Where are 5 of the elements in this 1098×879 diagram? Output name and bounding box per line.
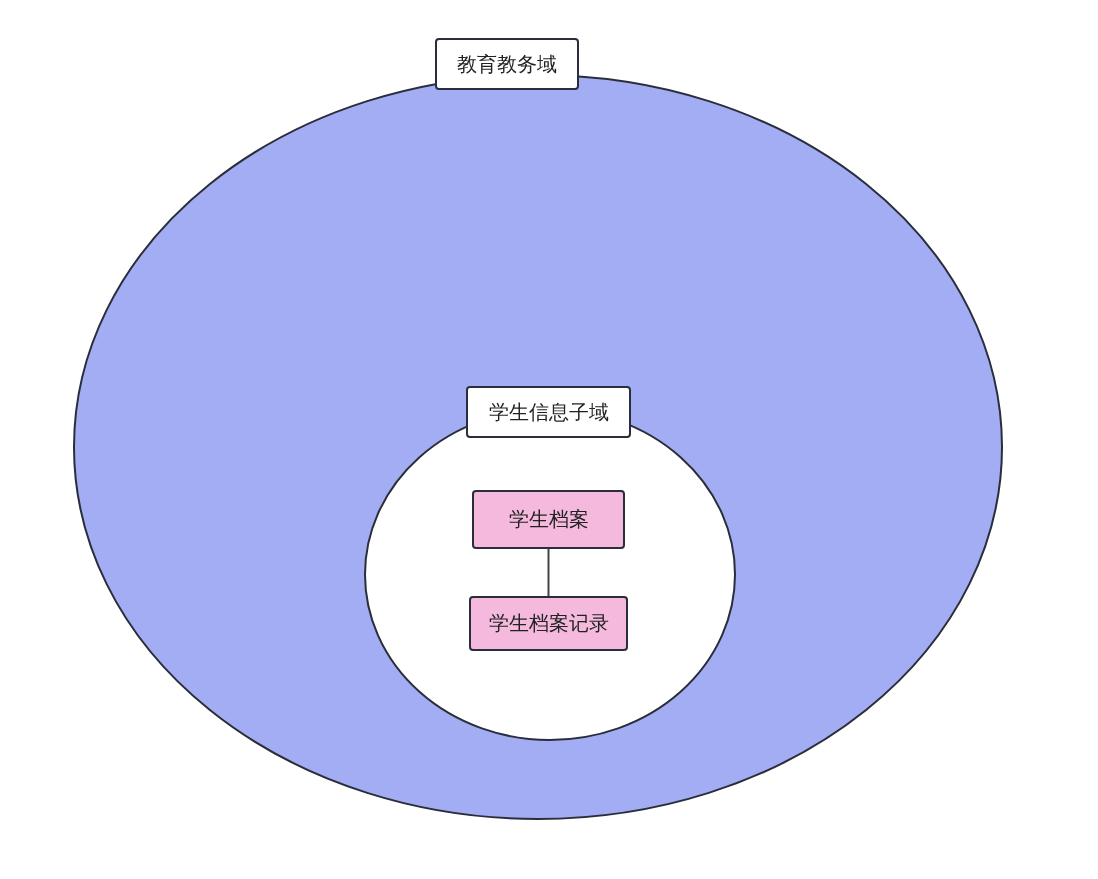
domain-label: 教育教务域 (435, 38, 579, 90)
connector-line (547, 548, 550, 597)
entity-box: 学生档案 (472, 490, 625, 549)
domain-label: 学生信息子域 (466, 386, 631, 438)
entity-box: 学生档案记录 (469, 596, 628, 651)
